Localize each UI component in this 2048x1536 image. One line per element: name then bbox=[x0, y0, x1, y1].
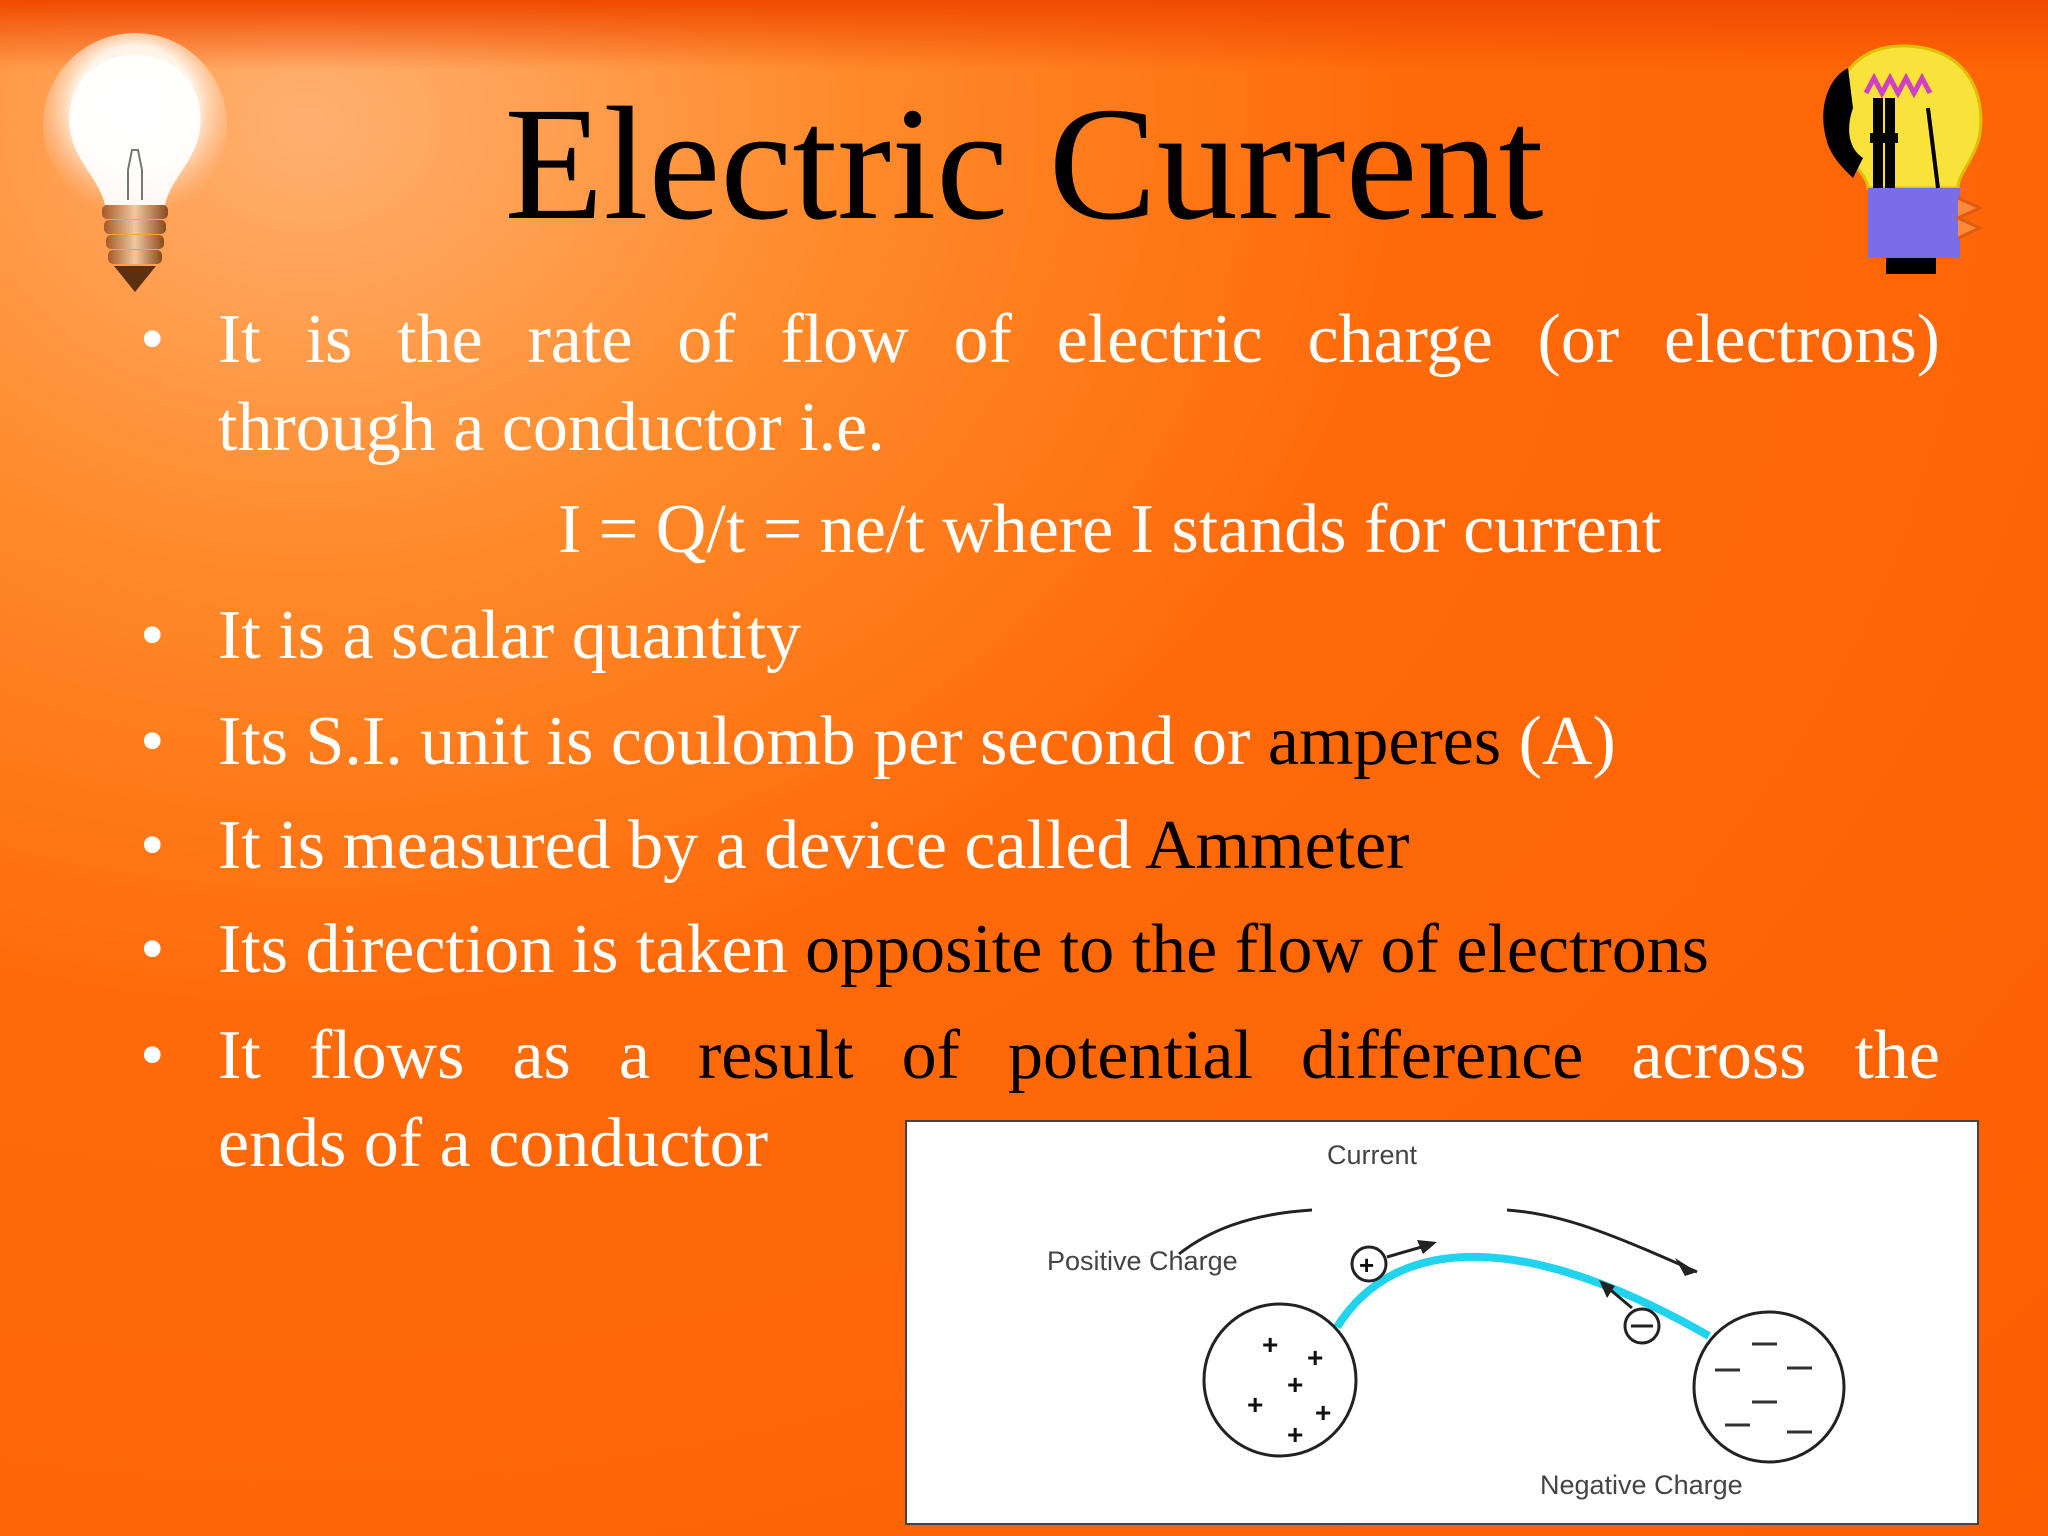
minus-signs bbox=[1715, 1342, 1812, 1434]
bullet-dot-icon: • bbox=[140, 1017, 165, 1094]
conductor-wire bbox=[1333, 1252, 1711, 1340]
plus-sign: + bbox=[1287, 1419, 1303, 1450]
negative-particle-arrowhead bbox=[1599, 1280, 1615, 1298]
slide-title: Electric Current bbox=[504, 75, 1544, 254]
current-arrow-right bbox=[1506, 1208, 1698, 1274]
bullet-4-text: It is measured by a device called bbox=[218, 807, 1146, 884]
plus-sign: + bbox=[1307, 1342, 1323, 1373]
plus-sign: + bbox=[1287, 1369, 1303, 1400]
bullet-3: Its S.I. unit is coulomb per second or a… bbox=[218, 698, 1616, 786]
bullet-5-text: Its direction is taken bbox=[218, 911, 806, 988]
bullet-5-highlight: opposite to the flow of electrons bbox=[805, 911, 1710, 988]
bullet-3-suffix: (A) bbox=[1501, 703, 1616, 780]
bullet-dot-icon: • bbox=[140, 301, 165, 378]
formula: I = Q/t = ne/t where I stands for curren… bbox=[558, 491, 1662, 568]
bullet-6-text: It flows as a bbox=[218, 1017, 698, 1094]
positive-sphere bbox=[1202, 1302, 1358, 1458]
top-band bbox=[0, 0, 2048, 70]
plus-sign: + bbox=[1247, 1389, 1263, 1420]
bullet-dot-icon: • bbox=[140, 807, 165, 884]
bullet-6-suffix: across the bbox=[1583, 1017, 1940, 1094]
plus-sign: + bbox=[1262, 1329, 1278, 1360]
plus-signs: + + + + + + bbox=[1247, 1329, 1331, 1450]
bullet-dot-icon: • bbox=[140, 597, 165, 674]
positive-particle-arrowhead bbox=[1417, 1240, 1437, 1254]
bullet-5: Its direction is taken opposite to the f… bbox=[218, 906, 1709, 994]
bullet-4: It is measured by a device called Ammete… bbox=[218, 802, 1409, 890]
plus-sign: + bbox=[1315, 1397, 1331, 1428]
bullet-6-line-2: ends of a conductor bbox=[218, 1105, 769, 1182]
bullet-dot-icon: • bbox=[140, 703, 165, 780]
bullet-2: It is a scalar quantity bbox=[218, 597, 802, 674]
bullet-6-line-1: It flows as a result of potential differ… bbox=[218, 1012, 1940, 1100]
positive-particle-icon bbox=[1350, 1245, 1388, 1283]
bullet-dot-icon: • bbox=[140, 911, 165, 988]
positive-charge-label: Positive Charge bbox=[1047, 1246, 1238, 1276]
bullet-3-highlight: amperes bbox=[1267, 703, 1502, 780]
current-arrow-left bbox=[1178, 1208, 1313, 1256]
negative-charge-label: Negative Charge bbox=[1540, 1470, 1743, 1500]
positive-particle-sign: + bbox=[1359, 1250, 1374, 1280]
bullet-6-highlight: result of potential difference bbox=[698, 1017, 1584, 1094]
current-arrowhead bbox=[1675, 1258, 1697, 1276]
bullet-4-highlight: Ammeter bbox=[1145, 807, 1410, 884]
cartoon-bulb-icon bbox=[1823, 44, 1984, 274]
current-label: Current bbox=[1327, 1140, 1418, 1170]
light-bulb-icon bbox=[43, 33, 227, 292]
bullet-1-line-1: It is the rate of flow of electric charg… bbox=[218, 301, 1940, 378]
negative-sphere bbox=[1692, 1310, 1846, 1464]
bullet-3-text: Its S.I. unit is coulomb per second or bbox=[218, 703, 1268, 780]
charge-flow-diagram: Current Positive Charge Negative Charge … bbox=[905, 1120, 1979, 1525]
bullet-1-line-2: through a conductor i.e. bbox=[218, 389, 885, 466]
